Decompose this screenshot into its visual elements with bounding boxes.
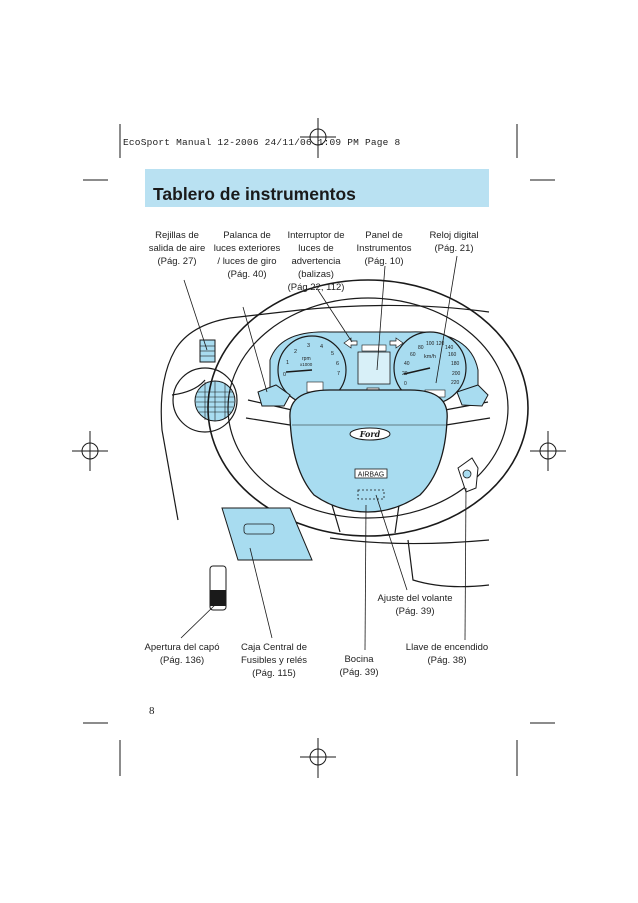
callout-line: (Pág. 115) [252,668,296,679]
ford-logo-text: Ford [359,429,381,439]
tach-tick: 2 [294,349,298,355]
speed-unit-label: km/h [424,354,436,360]
callout-line: luces de [298,243,334,254]
callout-digital-clock: Reloj digital (Pág. 21) [422,229,486,255]
speed-tick: 220 [451,380,460,386]
speed-tick: 0 [404,381,407,387]
rpm-label: rpm [302,356,311,362]
speed-tick: 80 [418,345,424,351]
callout-line: Instrumentos [356,243,412,254]
crop-marks [83,124,555,776]
left-air-vent [172,367,238,433]
callout-line: Ajuste del volante [377,593,453,604]
airbag-label: AIRBAG [358,472,384,479]
ford-logo [349,427,391,441]
speed-tick: 100 [426,341,435,347]
instrument-cluster [269,331,479,405]
tach-tick: 6 [336,361,340,367]
tach-tick: 5 [331,351,335,357]
callout-line: salida de aire [148,243,206,254]
registration-mark-top [300,118,336,158]
dashboard-outline [160,304,490,588]
speed-tick: 20 [402,371,408,377]
registration-mark-bottom [300,738,336,778]
callout-line: (Pág. 40) [227,269,267,280]
speed-tick: 120 [436,341,445,347]
tach-tick: 3 [307,343,311,349]
lights-stalk [257,384,291,407]
callout-line: (Pág. 39) [395,606,435,617]
tach-tick: 0 [283,372,287,378]
callout-lights-lever: Palanca de luces exteriores / luces de g… [210,229,284,281]
speed-tick: 60 [410,352,416,358]
callout-line: Caja Central de [240,642,307,653]
section-title: Tablero de instrumentos [153,184,356,204]
callout-line: Apertura del capó [144,642,220,653]
speed-tick: 140 [445,345,454,351]
callout-line: (Pág. 38) [427,655,467,666]
leader-lines [180,255,467,651]
ignition-switch [457,457,479,493]
hood-release-lever [209,565,227,611]
callout-fuse-box: Caja Central de Fusibles y relés (Pág. 1… [236,641,312,680]
page-number: 8 [149,705,155,717]
callout-line: (balizas) [298,269,334,280]
callout-line: Reloj digital [429,230,479,241]
callout-horn: Bocina (Pág. 39) [334,653,384,679]
speed-tick: 160 [448,352,457,358]
rpm-sub-label: x1000 [300,362,313,367]
tach-tick: 7 [337,371,341,377]
callout-line: luces exteriores [213,243,281,254]
registration-mark-left [72,431,108,471]
callout-instrument-panel: Panel de Instrumentos (Pág. 10) [352,229,416,268]
callout-steering-adjust: Ajuste del volante (Pág. 39) [372,592,458,618]
wiper-stalk [456,384,489,407]
callout-line: Bocina [344,654,374,665]
callout-line: (Pág. 21) [434,243,474,254]
callout-line: advertencia [291,256,341,267]
callout-ignition: Llave de encendido (Pág. 38) [402,641,492,667]
horn-pad [357,489,385,500]
speed-tick: 40 [404,361,410,367]
callout-line: (Pág. 39) [339,667,379,678]
callout-line: Rejillas de [155,230,199,241]
callout-line: Interruptor de [287,230,345,241]
callout-line: Palanca de [223,230,271,241]
callout-hazard-switch: Interruptor de luces de advertencia (bal… [284,229,348,294]
speed-tick: 200 [452,371,461,377]
airbag-hub [289,389,448,513]
callout-air-vents: Rejillas de salida de aire (Pág. 27) [144,229,210,268]
print-slug: EcoSport Manual 12-2006 24/11/06 1:09 PM… [123,137,401,148]
title-band [145,169,489,207]
callout-line: (Pág. 27) [157,256,197,267]
callout-line: / luces de giro [217,256,277,267]
callout-line: Panel de [365,230,403,241]
callout-line: (Pág. 10) [364,256,404,267]
callout-line: Llave de encendido [405,642,489,653]
callout-line: (Pág. 136) [159,655,205,666]
callout-line: Fusibles y relés [241,655,307,666]
registration-mark-right [530,431,566,471]
tach-tick: 1 [286,360,290,366]
tach-tick: 4 [320,344,324,350]
speed-tick: 180 [451,361,460,367]
callout-line: (Pág 22, 112) [287,282,345,293]
callout-hood-release: Apertura del capó (Pág. 136) [142,641,222,667]
